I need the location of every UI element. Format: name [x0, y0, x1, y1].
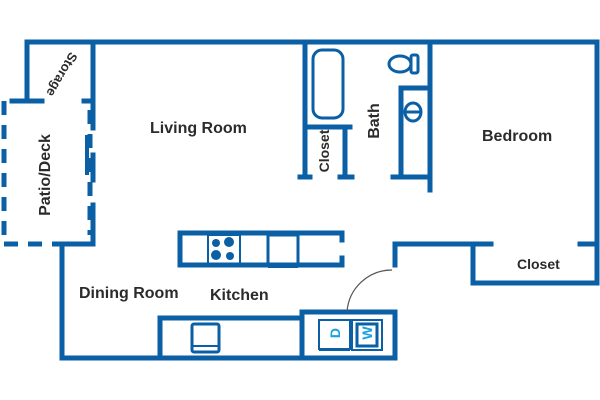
kitchen-sink-icon	[190, 322, 221, 354]
label-bedroom-closet: Closet	[517, 256, 560, 272]
label-living-room: Living Room	[150, 120, 247, 137]
refrigerator-icon	[266, 233, 300, 268]
dryer-letter: D	[327, 327, 343, 339]
patio-deck-outline	[1, 101, 93, 247]
label-patio-deck: Patio/Deck	[37, 134, 54, 216]
door-swing-arc	[346, 269, 393, 313]
label-kitchen: Kitchen	[210, 287, 269, 304]
toilet-icon	[387, 53, 420, 75]
dryer-icon	[318, 319, 351, 351]
label-dining-room: Dining Room	[79, 285, 179, 302]
label-bath: Bath	[366, 103, 383, 139]
sink-icon	[403, 101, 423, 123]
label-hall-closet: Closet	[316, 129, 332, 173]
stove-icon	[207, 234, 241, 265]
washer-icon	[351, 319, 383, 351]
label-bedroom: Bedroom	[482, 128, 553, 145]
bathtub-icon	[311, 48, 345, 120]
washer-letter: W	[359, 326, 375, 340]
